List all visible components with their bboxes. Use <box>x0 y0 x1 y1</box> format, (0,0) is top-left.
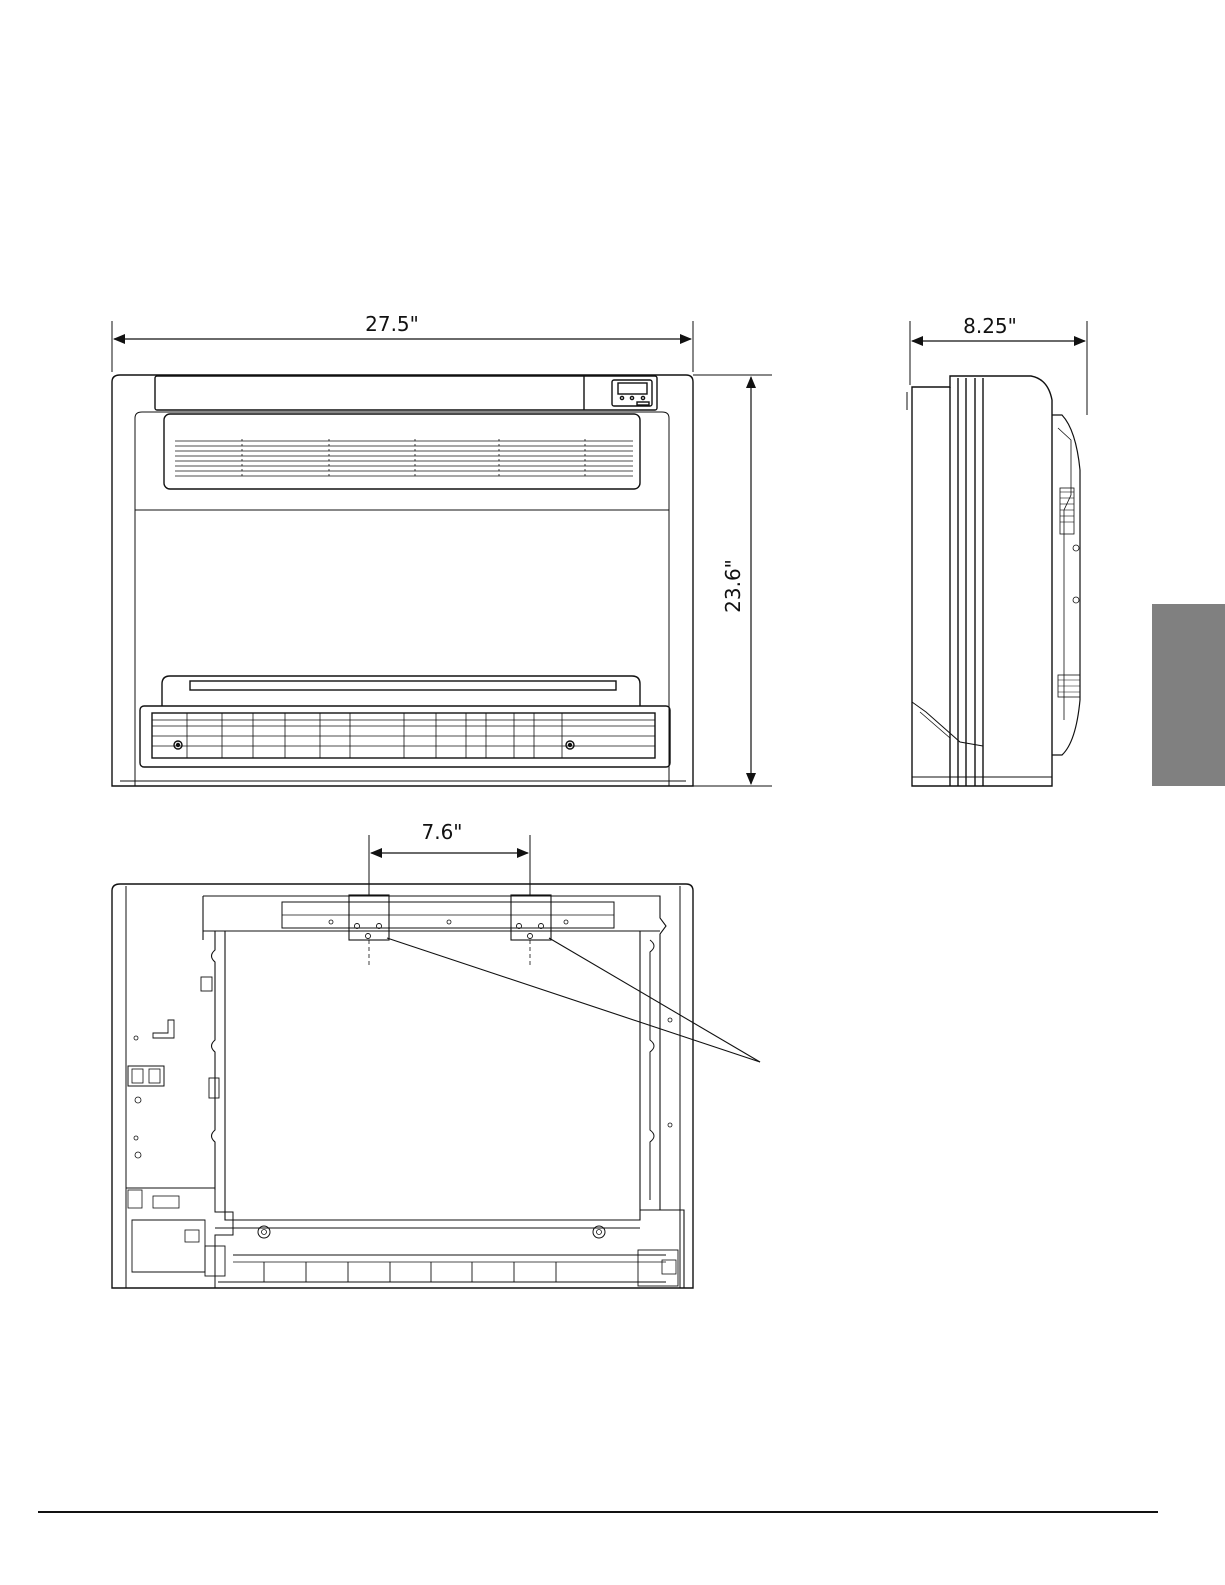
front-height-label: 23.6" <box>721 559 745 613</box>
front-view <box>112 321 772 786</box>
footer-rule <box>38 1511 1158 1513</box>
mount-spacing-label: 7.6" <box>421 820 462 844</box>
side-tab <box>1152 604 1225 786</box>
front-width-label: 27.5" <box>365 312 419 336</box>
rear-view <box>112 835 760 1288</box>
side-view <box>907 321 1087 786</box>
side-depth-label: 8.25" <box>963 314 1017 338</box>
